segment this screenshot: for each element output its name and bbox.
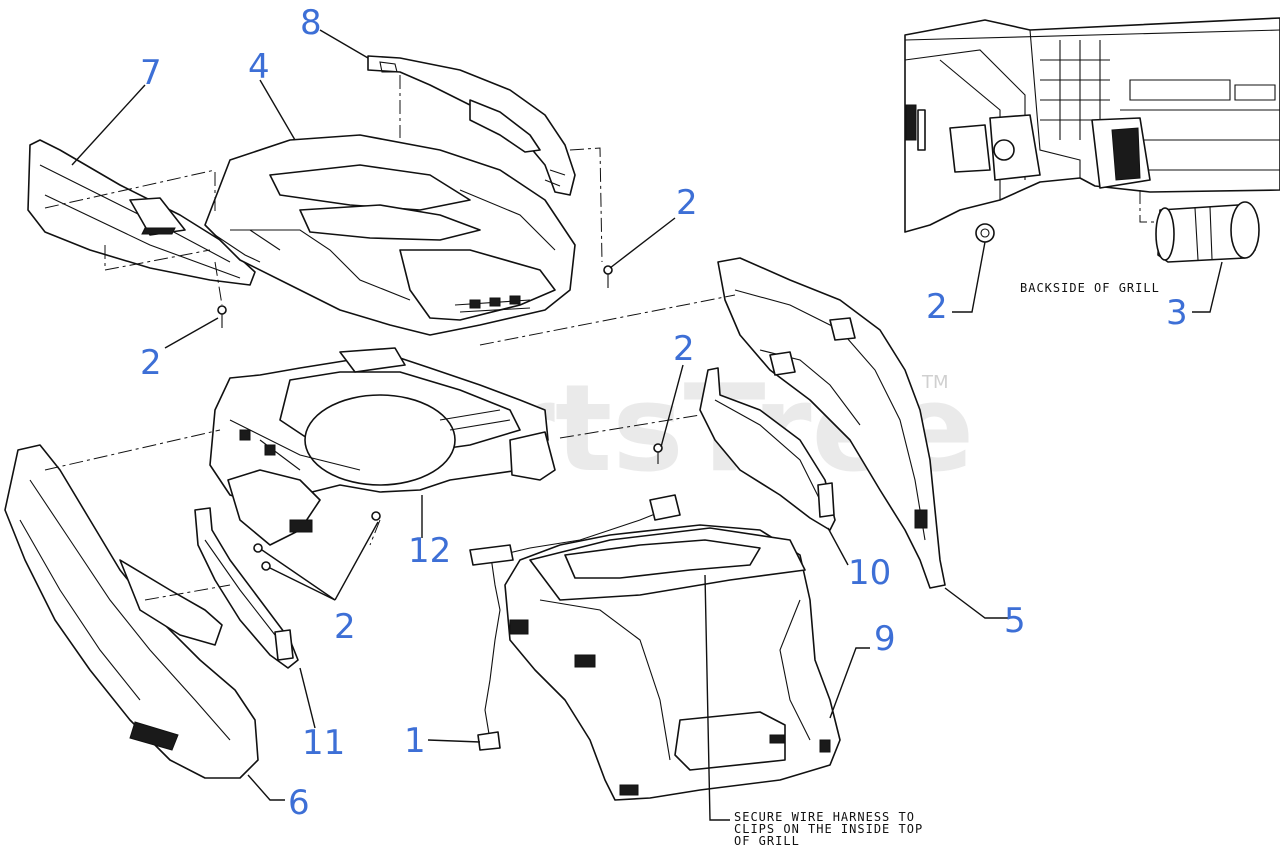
part-10-inner-panel <box>699 367 836 531</box>
inset-backside-of-grill: BACKSIDE OF GRILL <box>904 17 1280 313</box>
callout-4[interactable]: 4 <box>248 47 270 87</box>
screw-frame-a <box>371 511 381 521</box>
part-11-bracket <box>194 507 299 669</box>
screw-hood-left <box>217 305 227 328</box>
part-1-wire-harness <box>469 494 681 751</box>
callout-9[interactable]: 9 <box>874 619 896 659</box>
callout-6[interactable]: 6 <box>288 783 310 823</box>
callout-11[interactable]: 11 <box>302 723 345 763</box>
callout-2-hood-left[interactable]: 2 <box>140 343 162 383</box>
callout-10[interactable]: 10 <box>848 553 891 593</box>
callout-7[interactable]: 7 <box>140 53 162 93</box>
screw-frame-b <box>253 543 263 553</box>
part-7-hood-side-panel <box>27 139 256 286</box>
callout-2-frame-right[interactable]: 2 <box>673 329 695 369</box>
leader-lines <box>71 29 1010 821</box>
screw-frame-right <box>653 443 663 464</box>
part-5-right-side-panel <box>717 257 946 589</box>
watermark-trademark: TM <box>921 372 949 393</box>
callout-2-inset[interactable]: 2 <box>926 287 948 327</box>
harness-note: SECURE WIRE HARNESS TO CLIPS ON THE INSI… <box>734 810 923 848</box>
harness-note-line-1: SECURE WIRE HARNESS TO <box>734 810 915 824</box>
harness-note-line-2: CLIPS ON THE INSIDE TOP <box>734 822 923 836</box>
screw-frame-c <box>261 561 271 571</box>
callout-12[interactable]: 12 <box>408 531 451 571</box>
part-8-hood-trim <box>367 55 576 196</box>
callouts: 8 7 4 2 2 2 2 2 3 12 10 5 9 11 1 6 <box>140 3 1188 823</box>
screw-hood-right <box>603 265 613 288</box>
callout-8[interactable]: 8 <box>300 3 322 43</box>
callout-2-frame-screws[interactable]: 2 <box>334 607 356 647</box>
callout-2-hood-right[interactable]: 2 <box>676 183 698 223</box>
part-4-hood <box>204 134 576 336</box>
part-12-frame <box>209 347 556 546</box>
inset-label: BACKSIDE OF GRILL <box>1020 281 1160 295</box>
callout-1[interactable]: 1 <box>404 721 426 761</box>
assembly-lines <box>44 75 736 601</box>
part-6-front-bumper <box>4 444 259 779</box>
callout-5[interactable]: 5 <box>1004 601 1026 641</box>
part-9-front-grill <box>504 524 841 801</box>
callout-3[interactable]: 3 <box>1166 293 1188 333</box>
harness-note-line-3: OF GRILL <box>734 834 800 848</box>
